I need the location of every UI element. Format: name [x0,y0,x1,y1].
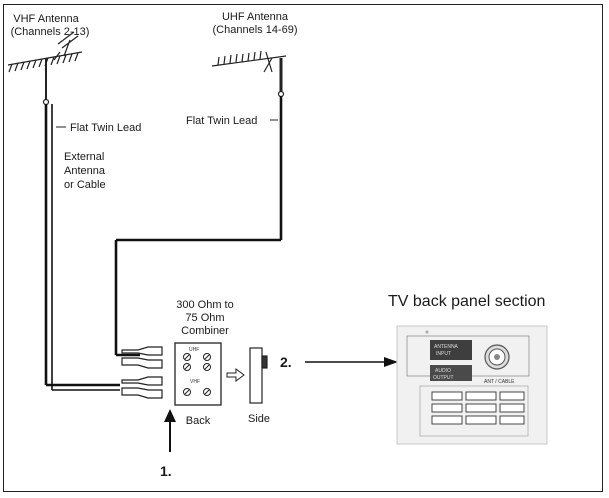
tv-port-label-audio: AUDIO [435,368,451,374]
uhf-antenna-channels: (Channels 14-69) [213,24,298,36]
flat-twin-lead-label-right: Flat Twin Lead [186,115,257,127]
step-2-arrow [305,357,398,367]
tv-panel-title: TV back panel section [388,293,545,310]
step-1-arrow [164,409,176,452]
uhf-spade-connectors [121,346,163,369]
external-note-line2: Antenna [64,165,106,177]
flat-twin-lead-label-left: Flat Twin Lead [70,122,141,134]
vhf-spade-connectors [121,376,163,399]
combiner-label-line2: 75 Ohm [185,312,224,324]
vhf-flat-twin-lead [44,104,120,387]
tv-port-label-antenna: ANTENNA [434,344,459,350]
vhf-antenna-title: VHF Antenna [13,13,79,25]
back-to-side-arrow [226,368,245,382]
combiner-back-view: UHF VHF [174,342,222,406]
uhf-antenna-title: UHF Antenna [222,11,289,23]
vhf-antenna [7,31,83,106]
vhf-antenna-channels: (Channels 2-13) [11,26,90,38]
uhf-antenna [211,50,287,98]
combiner-label-line1: 300 Ohm to [176,299,233,311]
diagram-frame [3,4,603,492]
combiner-back-label: Back [186,415,211,427]
uhf-port-label: UHF [189,347,199,353]
tv-back-panel: ANTENNA INPUT AUDIO OUTPUT ANT / CABLE [396,325,548,445]
tv-port-label-output: OUTPUT [433,375,454,381]
vhf-lead-second-wire [51,104,120,391]
uhf-flat-twin-lead [114,96,283,357]
external-note-line3: or Cable [64,179,106,191]
step-2-label: 2. [280,354,292,370]
combiner-side-label: Side [248,413,270,425]
vhf-port-label: VHF [190,379,200,385]
external-note-line1: External [64,151,104,163]
combiner-label-line3: Combiner [181,325,229,337]
step-1-label: 1. [160,463,172,479]
tv-port-label-ant-cable: ANT / CABLE [484,379,515,385]
combiner-side-view [249,347,268,404]
tv-port-label-input: INPUT [436,351,451,357]
